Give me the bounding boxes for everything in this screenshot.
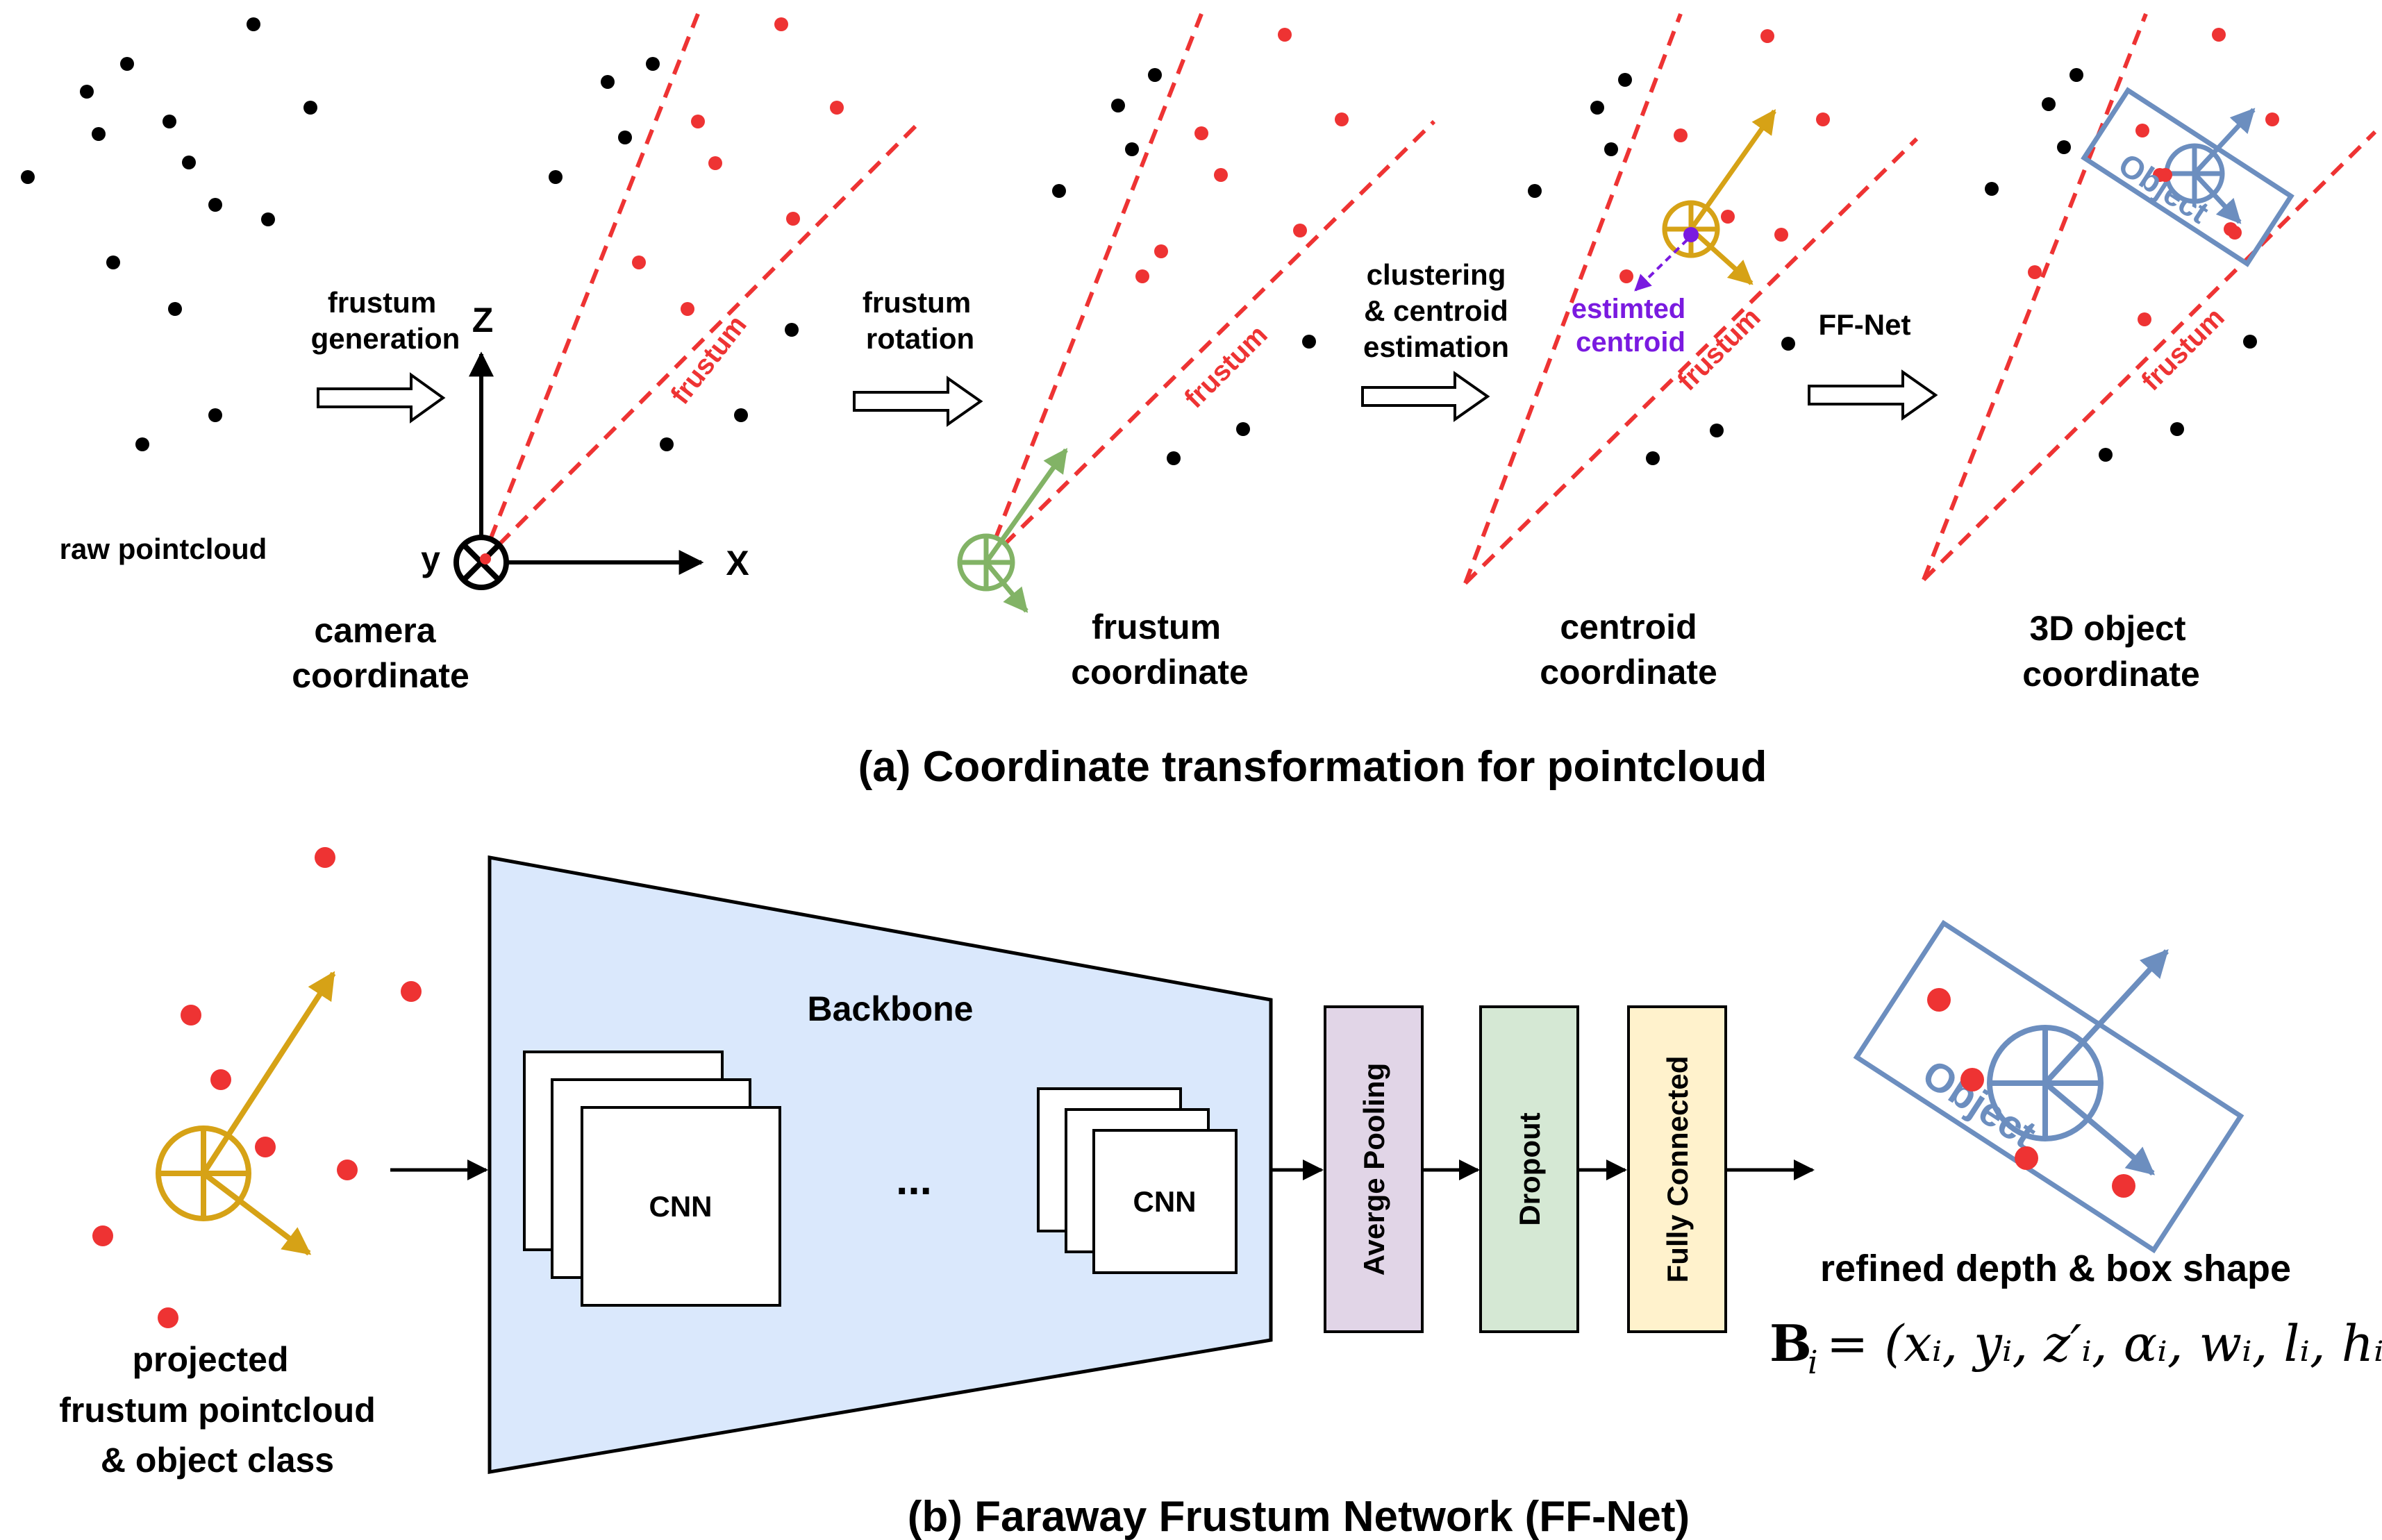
black-points xyxy=(1985,68,2257,462)
camera-axes xyxy=(453,351,704,590)
formula-lhs: B xyxy=(1769,1314,1812,1373)
panel-a-caption: (a) Coordinate transformation for pointc… xyxy=(858,743,1767,791)
frustum-coordinate-line2: coordinate xyxy=(1071,653,1249,692)
output-label: refined depth & box shape xyxy=(1820,1248,2291,1289)
output-formula: B i = (xᵢ, yᵢ, z′ᵢ, αᵢ, wᵢ, lᵢ, hᵢ) xyxy=(1769,1314,2382,1381)
step-frustum-generation: frustum generation xyxy=(311,286,460,424)
axis-x-label: X xyxy=(726,544,749,583)
estimated-centroid-pointer xyxy=(1634,238,1689,292)
step-label: FF-Net xyxy=(1819,308,1911,341)
step-clustering: clustering & centroid estimation xyxy=(1361,258,1509,422)
step-label-line2: rotation xyxy=(866,322,974,355)
red-points xyxy=(1135,28,1349,283)
black-points xyxy=(1528,73,1795,465)
step-label-line1: frustum xyxy=(863,286,971,319)
frustum-lines xyxy=(479,12,922,564)
hollow-arrow xyxy=(317,372,446,424)
raw-points xyxy=(21,17,317,451)
frustum-lines xyxy=(1463,12,1919,585)
dropout-label: Dropout xyxy=(1513,1112,1546,1225)
fully-connected-label: Fully Connected xyxy=(1661,1056,1694,1283)
step-label-line2: generation xyxy=(311,322,460,355)
axis-y-label: y xyxy=(421,539,440,578)
step-label-line3: estimation xyxy=(1363,330,1509,363)
raw-pointcloud: raw pointcloud xyxy=(21,17,317,565)
raw-pointcloud-label: raw pointcloud xyxy=(60,533,267,565)
cnn-label-left: CNN xyxy=(649,1190,713,1223)
camera-coordinate-line2: coordinate xyxy=(292,656,469,695)
hollow-arrow xyxy=(1808,369,1938,421)
centroid-coordinate-line1: centroid xyxy=(1560,608,1697,646)
average-pooling-block: Averge Pooling xyxy=(1324,1005,1424,1333)
red-points xyxy=(1619,29,1830,283)
formula-rhs: = (xᵢ, yᵢ, z′ᵢ, αᵢ, wᵢ, lᵢ, hᵢ) xyxy=(1826,1314,2382,1373)
frustum-lines xyxy=(1922,12,2377,582)
cnn-label-right: CNN xyxy=(1133,1185,1197,1218)
step-label-line2: & centroid xyxy=(1364,294,1508,327)
frustum-label: frustum xyxy=(1178,319,1273,414)
object-coordinate-line1: 3D object xyxy=(2029,609,2185,648)
ellipsis: ... xyxy=(896,1156,932,1204)
input-label-line1: projected xyxy=(132,1340,288,1379)
cnn-stack-left xyxy=(523,1051,781,1307)
input-label-line3: & object class xyxy=(101,1441,334,1480)
dropout-block: Dropout xyxy=(1479,1005,1579,1333)
centroid-frame-icon xyxy=(1662,109,1776,285)
input-label-line2: frustum pointcloud xyxy=(59,1391,376,1430)
frustum-frame-icon xyxy=(957,448,1068,613)
centroid-coordinate-stage: frustum estimted centroid centroid coord… xyxy=(1463,12,1919,692)
centroid-coordinate-line2: coordinate xyxy=(1540,653,1717,692)
input-pointcloud: projected frustum pointcloud & object cl… xyxy=(59,847,422,1480)
hollow-arrow xyxy=(1361,371,1490,422)
formula-sub: i xyxy=(1808,1344,1818,1381)
black-points xyxy=(1052,68,1316,465)
panel-b-caption: (b) Faraway Frustum Network (FF-Net) xyxy=(908,1493,1690,1540)
input-red-points xyxy=(92,847,422,1328)
estimated-centroid-point xyxy=(1683,227,1699,242)
frustum-coordinate-line1: frustum xyxy=(1092,608,1221,646)
hollow-arrow xyxy=(853,376,983,427)
input-frame-icon xyxy=(156,971,336,1256)
red-points xyxy=(632,17,844,316)
output-frame-icon xyxy=(1987,949,2169,1176)
frustum-label: frustum xyxy=(1672,302,1766,396)
step-frustum-rotation: frustum rotation xyxy=(853,286,983,427)
estimated-centroid-line1: estimted xyxy=(1572,294,1686,324)
cnn-stack-right xyxy=(1037,1087,1238,1274)
step-label-line1: frustum xyxy=(328,286,436,319)
object-coordinate-stage: frustum Object 3D object coordinate xyxy=(1922,12,2377,694)
camera-coordinate-line1: camera xyxy=(314,611,436,650)
fully-connected-block: Fully Connected xyxy=(1627,1005,1727,1333)
backbone-block: Backbone CNN ... CNN xyxy=(488,855,1273,1474)
panel-a: raw pointcloud frustum generation xyxy=(21,12,2377,791)
output-red-points xyxy=(1927,988,2135,1198)
backbone-label: Backbone xyxy=(808,989,974,1028)
step-label-line1: clustering xyxy=(1367,258,1506,291)
object-coordinate-line2: coordinate xyxy=(2022,655,2200,694)
estimated-centroid-line2: centroid xyxy=(1576,327,1685,358)
output-object-label: Object xyxy=(1915,1051,2044,1157)
axis-z-label: Z xyxy=(472,301,494,340)
step-ff-net: FF-Net xyxy=(1808,308,1938,421)
output-object: Object refined depth & box shape B i = (… xyxy=(1769,919,2382,1381)
frustum-lines xyxy=(984,12,1436,564)
panel-b: projected frustum pointcloud & object cl… xyxy=(59,847,2382,1540)
black-points xyxy=(549,57,799,451)
pooling-label: Averge Pooling xyxy=(1358,1063,1390,1276)
frustum-label: frustum xyxy=(665,310,752,410)
